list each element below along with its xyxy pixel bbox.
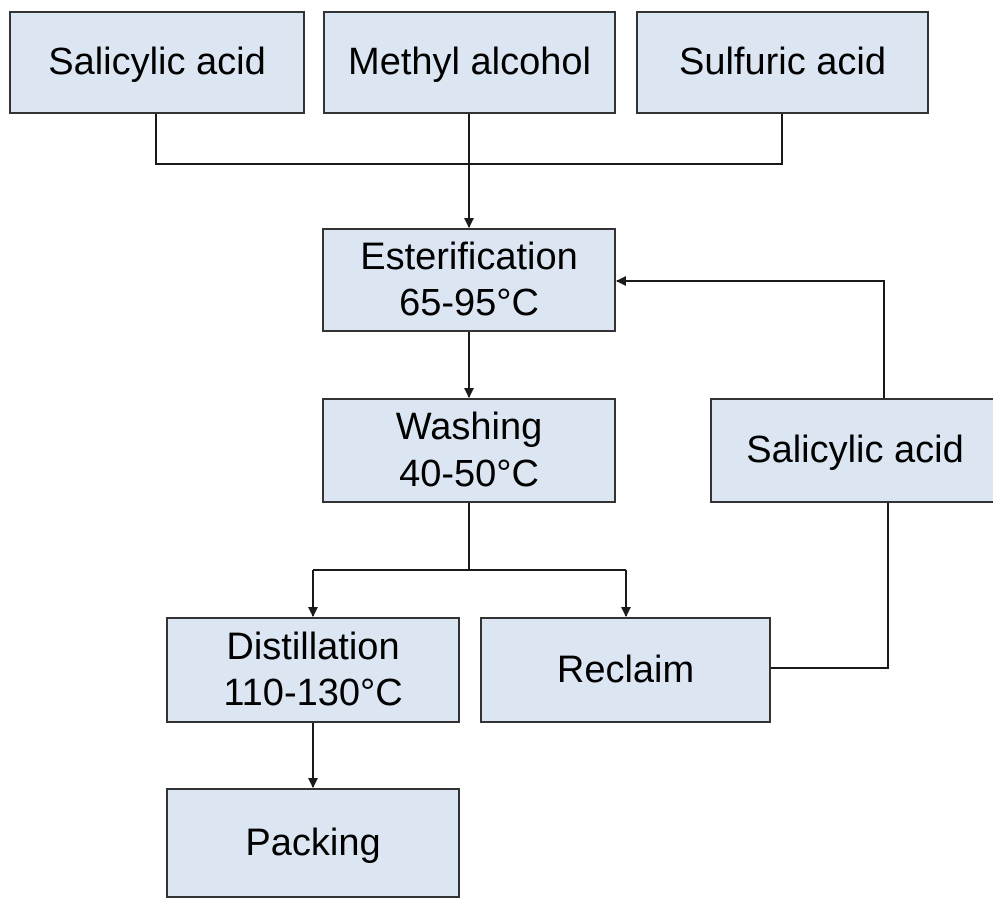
node-label: Esterification	[360, 235, 578, 278]
node-temperature: 40-50°C	[399, 452, 539, 495]
distillation-box: Distillation 110-130°C	[166, 617, 460, 723]
esterification-box: Esterification 65-95°C	[322, 228, 616, 332]
node-label: Salicylic acid	[48, 41, 266, 84]
salicylic-acid-recycle-box: Salicylic acid	[710, 398, 993, 503]
node-label: Sulfuric acid	[679, 41, 886, 84]
node-label: Distillation	[226, 625, 400, 668]
reclaim-box: Reclaim	[480, 617, 771, 723]
sulfuric-acid-box: Sulfuric acid	[636, 11, 929, 114]
methyl-alcohol-box: Methyl alcohol	[323, 11, 616, 114]
arrow-salicylic-to-esterification	[616, 276, 885, 398]
washing-box: Washing 40-50°C	[322, 398, 616, 503]
node-label: Methyl alcohol	[348, 41, 591, 84]
node-temperature: 110-130°C	[223, 672, 403, 714]
salicylic-acid-input-box: Salicylic acid	[9, 11, 305, 114]
connector-sulfuric-input	[469, 114, 783, 165]
node-label: Washing	[395, 406, 543, 449]
node-temperature: 65-95°C	[399, 282, 539, 324]
node-label: Salicylic acid	[746, 429, 964, 472]
node-label: Packing	[245, 821, 381, 864]
node-label: Reclaim	[556, 648, 695, 691]
connector-salicylic-input	[155, 114, 469, 165]
packing-box: Packing	[166, 788, 460, 898]
connector-reclaim-to-salicylic	[771, 503, 889, 669]
